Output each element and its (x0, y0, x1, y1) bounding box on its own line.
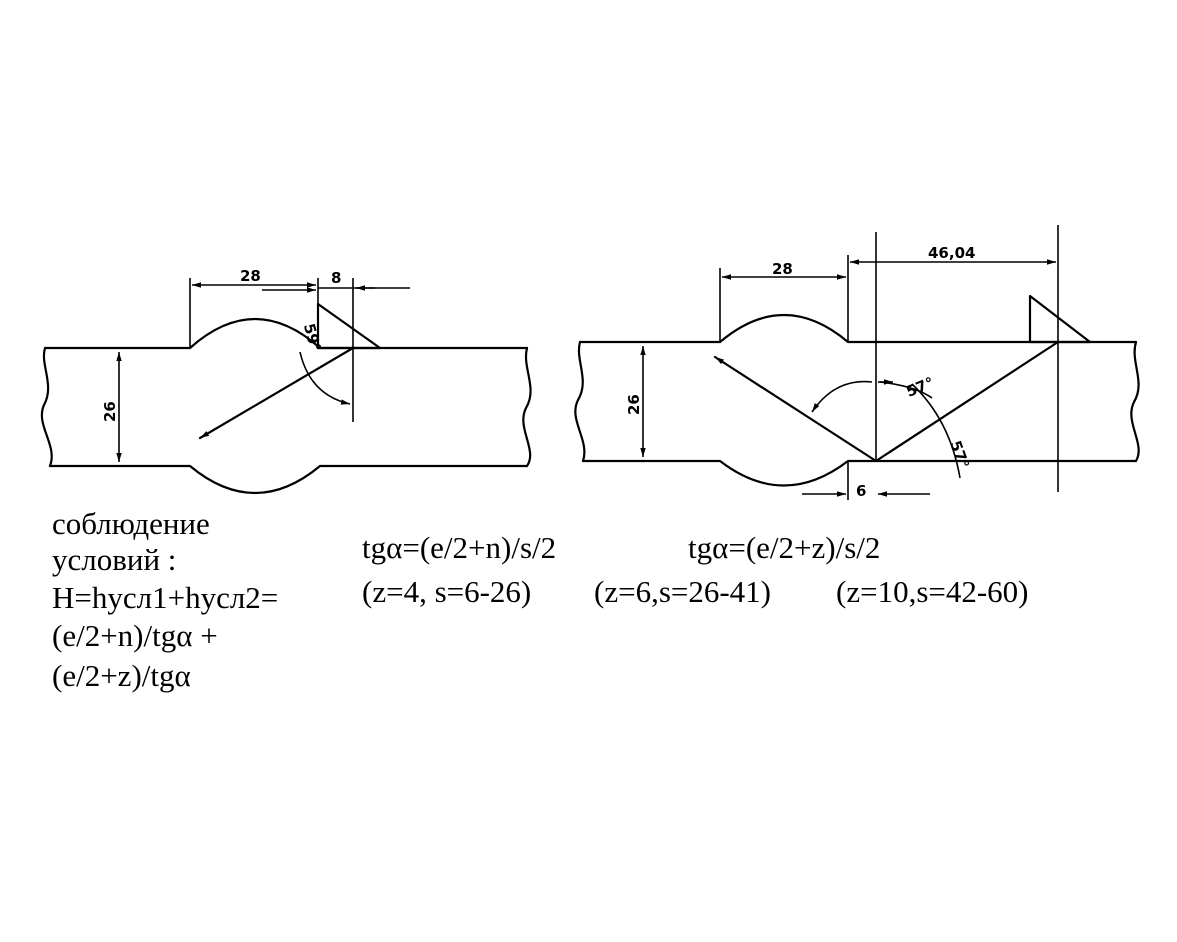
right-angle-right-label: 57° (946, 438, 973, 471)
left-angle-label: 59° (300, 322, 325, 354)
right-plate-top-edge (578, 314, 1138, 344)
right-plate-break-left (574, 340, 586, 463)
left-plate-break-left (40, 346, 53, 468)
right-dim-26-label: 26 (625, 394, 643, 415)
right-beam-incident (874, 340, 1060, 463)
right-angle-arc-left (811, 380, 873, 413)
left-probe (316, 302, 382, 350)
condition-line-1: соблюдение (52, 506, 210, 541)
right-angle-arc-right (911, 383, 961, 479)
left-plate-bottom-edge (48, 464, 529, 494)
right-dim-28-label: 28 (772, 260, 793, 278)
right-plate-break-right (1130, 340, 1140, 463)
left-plate-break-right (522, 346, 532, 468)
left-angle-arc (299, 351, 351, 405)
range-1: (z=4, s=6-26) (362, 574, 532, 609)
left-weld-diagram: 28 8 59° 26 (40, 267, 532, 494)
right-plate-bottom-edge (581, 459, 1138, 487)
range-2: (z=6,s=26-41) (594, 574, 772, 609)
condition-line-5: (e/2+z)/tgα (52, 658, 191, 693)
condition-line-3: H=hусл1+hусл2= (52, 580, 279, 615)
right-beam-reflected (713, 355, 878, 463)
formula-n: tgα=(e/2+n)/s/2 (362, 530, 557, 565)
right-angle-top-label: 57° (903, 373, 936, 400)
left-beam-ray (198, 346, 355, 440)
right-dim-6-label: 6 (856, 482, 866, 500)
right-weld-diagram: 28 46,04 57° 57° 6 26 (574, 225, 1140, 500)
condition-line-2: условий : (52, 542, 177, 577)
right-dim-4604-label: 46,04 (928, 244, 975, 262)
left-plate-top-edge (43, 318, 529, 350)
condition-line-4: (e/2+n)/tgα + (52, 618, 218, 653)
left-dim-28-label: 28 (240, 267, 261, 285)
formula-z: tgα=(e/2+z)/s/2 (688, 530, 881, 565)
left-dim-26-label: 26 (101, 401, 119, 422)
left-dim-8-label: 8 (331, 269, 341, 287)
range-3: (z=10,s=42-60) (836, 574, 1029, 609)
right-probe (1028, 294, 1092, 344)
